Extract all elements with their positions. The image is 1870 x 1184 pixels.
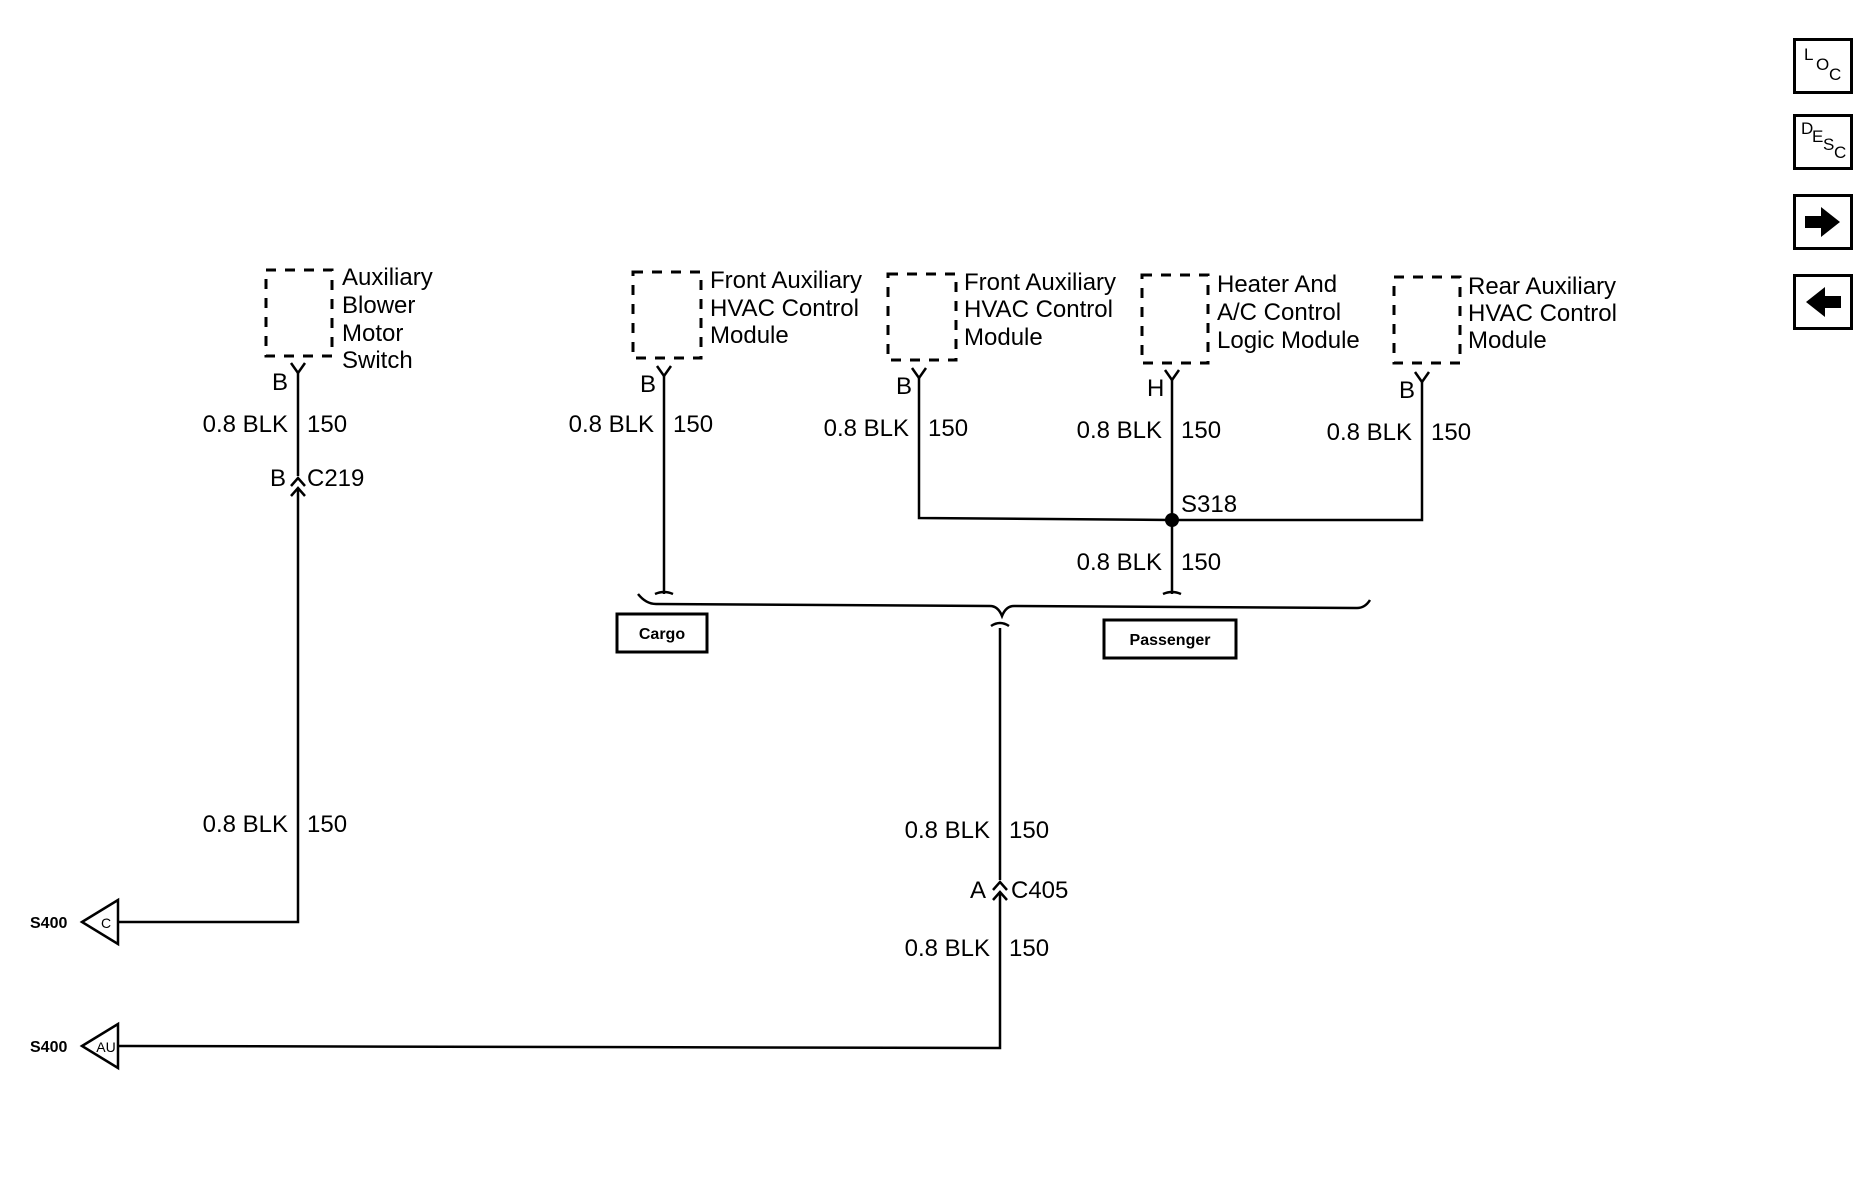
blower-switch-label-1: Auxiliary [342, 264, 433, 291]
forward-button[interactable] [1793, 194, 1853, 250]
arrow-right-icon [1805, 207, 1840, 237]
blower-switch-box [264, 268, 334, 358]
front-aux-1-label-1: Front Auxiliary [710, 267, 862, 294]
front-aux-module-box-1 [631, 270, 703, 360]
front-aux-2-label-2: HVAC Control [964, 296, 1113, 323]
front-aux-2-label-1: Front Auxiliary [964, 269, 1116, 296]
desc-glyph-s: S [1823, 135, 1835, 154]
wire-spec-front-1: 0.8 BLK [569, 411, 654, 438]
splice-s318-label: S318 [1181, 491, 1237, 518]
wire-ground-lower [117, 894, 1002, 1050]
wire-spec-rear: 0.8 BLK [1327, 419, 1412, 446]
heater-ac-label-2: A/C Control [1217, 299, 1341, 326]
terminal-mark-front-1 [655, 365, 673, 379]
pin-rear: B [1399, 377, 1415, 404]
circuit-splice: 150 [1181, 549, 1221, 576]
cargo-option-label: Cargo [639, 626, 685, 643]
s400-ref-c-arrow[interactable] [79, 897, 120, 947]
heater-ac-label-1: Heater And [1217, 271, 1337, 298]
heater-ac-module-box [1140, 273, 1210, 365]
front-aux-1-label-2: HVAC Control [710, 295, 859, 322]
rear-aux-label-2: HVAC Control [1468, 300, 1617, 327]
circuit-blower-lower: 150 [307, 811, 347, 838]
wire-spec-blower-upper: 0.8 BLK [203, 411, 288, 438]
circuit-heater: 150 [1181, 417, 1221, 444]
circuit-ground-lower: 150 [1009, 935, 1049, 962]
wire-rear [1172, 382, 1424, 522]
rear-aux-label-1: Rear Auxiliary [1468, 273, 1616, 300]
c405-connector-mark-upper [992, 880, 1008, 891]
s400-ref-c-name: S400 [30, 915, 67, 932]
blower-switch-label-2: Blower [342, 292, 415, 319]
loc-glyph-o: O [1816, 55, 1830, 74]
wire-spec-ground-upper: 0.8 BLK [905, 817, 990, 844]
loc-glyph-c: C [1829, 65, 1842, 84]
option-brace [637, 593, 1372, 620]
passenger-option-box [1102, 618, 1238, 660]
front-aux-1-label-3: Module [710, 322, 789, 349]
c405-pin: A [970, 877, 986, 904]
loc-glyph-l: L [1804, 45, 1814, 64]
terminal-end-front-1 [654, 590, 674, 596]
rear-aux-label-3: Module [1468, 327, 1547, 354]
passenger-option-label: Passenger [1130, 632, 1211, 649]
blower-switch-label-4: Switch [342, 347, 413, 374]
terminal-mark-front-2 [910, 367, 928, 381]
wire-spec-ground-lower: 0.8 BLK [905, 935, 990, 962]
c219-name: C219 [307, 465, 364, 492]
c405-connector-mark-lower [992, 890, 1008, 901]
arrow-left-icon [1806, 287, 1841, 317]
heater-ac-label-3: Logic Module [1217, 327, 1360, 354]
pin-front-2: B [896, 373, 912, 400]
terminal-end-heater [1162, 590, 1182, 596]
cargo-option-box [615, 612, 709, 654]
pin-blower: B [272, 369, 288, 396]
terminal-mark-rear [1413, 371, 1431, 385]
blower-switch-label-3: Motor [342, 320, 403, 347]
circuit-rear: 150 [1431, 419, 1471, 446]
wire-spec-front-2: 0.8 BLK [824, 415, 909, 442]
c219-pin: B [270, 465, 286, 492]
s400-ref-au-arrow[interactable] [79, 1021, 120, 1071]
wire-front-2 [917, 378, 1173, 522]
c219-connector-mark-upper [290, 476, 306, 487]
wire-spec-blower-lower: 0.8 BLK [203, 811, 288, 838]
s400-ref-c-letter: C [101, 915, 111, 931]
rear-aux-module-box [1392, 275, 1462, 365]
circuit-front-1: 150 [673, 411, 713, 438]
loc-button[interactable]: L O C [1793, 38, 1853, 94]
terminal-mark-heater [1163, 369, 1181, 383]
splice-s318-dot [1165, 513, 1179, 527]
wire-blower-lower [118, 490, 300, 924]
front-aux-module-box-2 [886, 272, 958, 362]
c219-connector-mark-lower [290, 486, 306, 497]
wire-spec-splice: 0.8 BLK [1077, 549, 1162, 576]
terminal-mark-blower [289, 362, 307, 376]
circuit-blower-upper: 150 [307, 411, 347, 438]
s400-ref-au-name: S400 [30, 1039, 67, 1056]
terminal-end-ground [990, 621, 1010, 628]
wire-spec-heater: 0.8 BLK [1077, 417, 1162, 444]
desc-glyph-c: C [1834, 143, 1847, 162]
back-button[interactable] [1793, 274, 1853, 330]
desc-glyph-d: D [1801, 119, 1814, 138]
c405-name: C405 [1011, 877, 1068, 904]
pin-heater: H [1147, 375, 1164, 402]
desc-button[interactable]: D E S C [1793, 114, 1853, 170]
pin-front-1: B [640, 371, 656, 398]
s400-ref-au-letter: AU [96, 1039, 115, 1055]
circuit-front-2: 150 [928, 415, 968, 442]
desc-glyph-e: E [1812, 127, 1824, 146]
circuit-ground-upper: 150 [1009, 817, 1049, 844]
front-aux-2-label-3: Module [964, 324, 1043, 351]
